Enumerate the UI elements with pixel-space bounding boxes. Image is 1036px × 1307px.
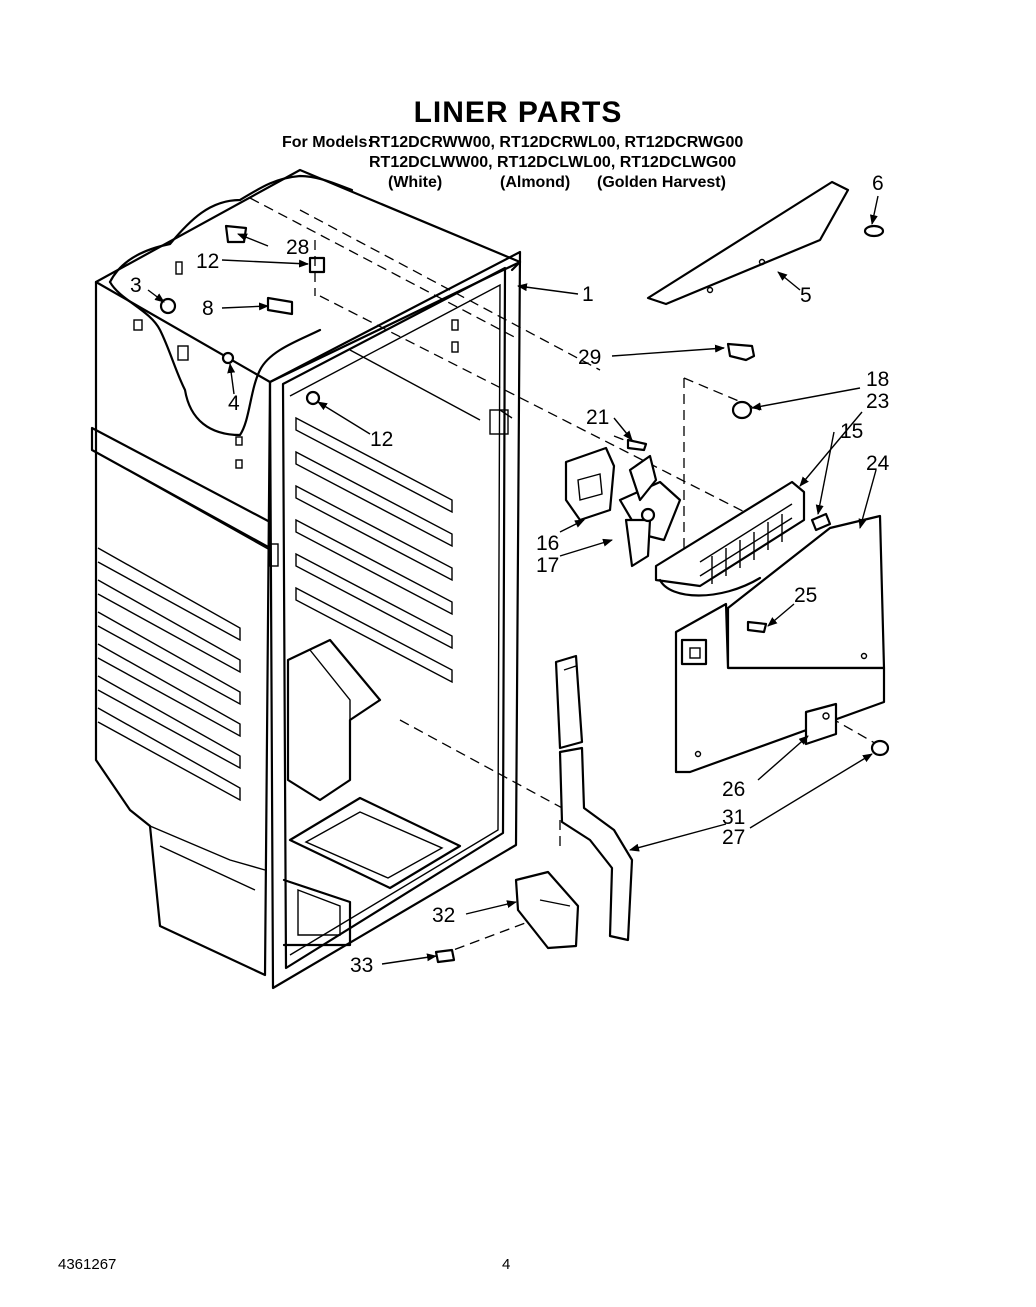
callout-17: 17 xyxy=(536,554,559,577)
part-18-grommet xyxy=(731,400,753,420)
part-31-grommet xyxy=(870,739,890,757)
callout-1: 1 xyxy=(582,283,594,306)
part-27-back-panel xyxy=(674,602,886,774)
callout-5: 5 xyxy=(800,284,812,307)
part-21-screw xyxy=(626,438,648,452)
color-golden-harvest: (Golden Harvest) xyxy=(597,174,726,191)
page-title: LINER PARTS xyxy=(413,96,623,129)
color-white: (White) xyxy=(388,174,443,191)
page-number: 4 xyxy=(502,1256,511,1273)
callout-16: 16 xyxy=(536,532,559,555)
callout-21: 21 xyxy=(586,406,609,429)
fan-motor-assembly xyxy=(564,446,682,568)
callout-28: 28 xyxy=(286,236,309,259)
part-33-screw xyxy=(434,948,456,964)
callout-26: 26 xyxy=(722,778,745,801)
callout-24: 24 xyxy=(866,452,890,475)
part-29-clip xyxy=(726,342,756,362)
callout-3: 3 xyxy=(130,274,142,297)
models-line-1: RT12DCRWW00, RT12DCRWL00, RT12DCRWG00 xyxy=(369,134,744,151)
air-duct xyxy=(554,654,634,942)
models-prefix: For Models: xyxy=(282,134,373,151)
callout-27: 27 xyxy=(722,826,745,849)
cabinet-hardware xyxy=(159,224,326,406)
callout-12a: 12 xyxy=(196,250,219,273)
models-line-2: RT12DCLWW00, RT12DCLWL00, RT12DCLWG00 xyxy=(369,154,737,171)
leader-lines xyxy=(147,195,879,965)
part-5-cover xyxy=(646,180,850,306)
callout-31: 31 xyxy=(722,806,745,829)
callout-32: 32 xyxy=(432,904,455,927)
callout-4: 4 xyxy=(228,392,240,415)
part-15-screw xyxy=(810,512,832,532)
callout-12b: 12 xyxy=(370,428,393,451)
callout-23: 23 xyxy=(866,390,889,413)
part-32-bracket xyxy=(514,870,580,950)
part-25-screw xyxy=(746,620,768,634)
callout-25: 25 xyxy=(794,584,817,607)
callout-18: 18 xyxy=(866,368,889,391)
color-almond: (Almond) xyxy=(500,174,571,191)
callout-8: 8 xyxy=(202,297,214,320)
callout-6: 6 xyxy=(872,172,884,195)
part-6-plug xyxy=(863,224,885,238)
part-26-plate xyxy=(804,702,838,746)
callout-15: 15 xyxy=(840,420,863,443)
callout-33: 33 xyxy=(350,954,373,977)
callout-29: 29 xyxy=(578,346,601,369)
part-23-grille xyxy=(654,480,806,597)
cabinet-liner xyxy=(90,168,522,990)
doc-number: 4361267 xyxy=(58,1256,117,1273)
